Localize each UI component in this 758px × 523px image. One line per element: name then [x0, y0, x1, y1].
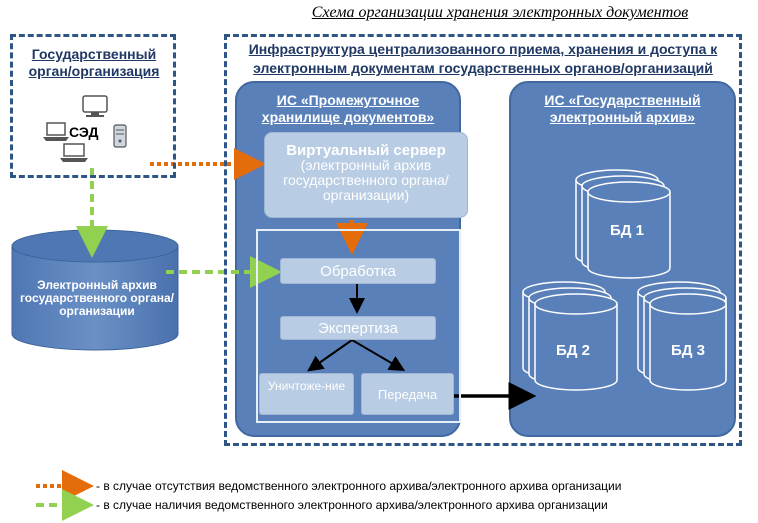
processing-frame — [256, 229, 461, 423]
sed-label: СЭД — [69, 124, 99, 140]
computer-icon — [82, 95, 108, 117]
destruction-step: Уничтоже-ние — [259, 373, 354, 415]
db2-label: БД 2 — [556, 342, 590, 359]
server-icon — [113, 124, 127, 148]
organization-box — [10, 34, 176, 178]
db1-label: БД 1 — [610, 222, 644, 239]
legend-green-text: - в случае наличия ведомственного электр… — [96, 498, 608, 512]
db2-cylinder — [522, 281, 618, 391]
diagram-title: Схема организации хранения электронных д… — [311, 4, 689, 21]
infrastructure-box — [224, 34, 742, 446]
archive-label: Электронный архив государственного орган… — [19, 278, 175, 318]
is-intermediate-title: ИС «Промежуточное хранилище документов» — [261, 92, 435, 125]
db1-cylinder — [575, 169, 671, 279]
arrow-expertise-to-transfer — [351, 339, 406, 372]
organization-title: Государственный орган/организация — [28, 46, 160, 79]
arrow-expertise-to-destruction — [307, 339, 353, 372]
processing-step: Обработка — [280, 258, 436, 284]
virtual-server-box: Виртуальный сервер (электронный архив го… — [264, 132, 468, 218]
transfer-step: Передача — [361, 373, 454, 415]
legend-orange-text: - в случае отсутствия ведомственного эле… — [96, 479, 622, 493]
infrastructure-title: Инфраструктура централизованного приема,… — [248, 41, 718, 76]
is-archive-title: ИС «Государственный электронный архив» — [544, 92, 701, 125]
laptop-icon-2 — [60, 143, 88, 162]
laptop-icon — [43, 122, 69, 141]
db3-cylinder — [637, 281, 727, 391]
db3-label: БД 3 — [671, 342, 705, 359]
virtual-server-title: Виртуальный сервер — [286, 142, 446, 159]
virtual-server-subtitle: (электронный архив государственного орга… — [283, 157, 449, 203]
expertise-step: Экспертиза — [280, 316, 436, 340]
